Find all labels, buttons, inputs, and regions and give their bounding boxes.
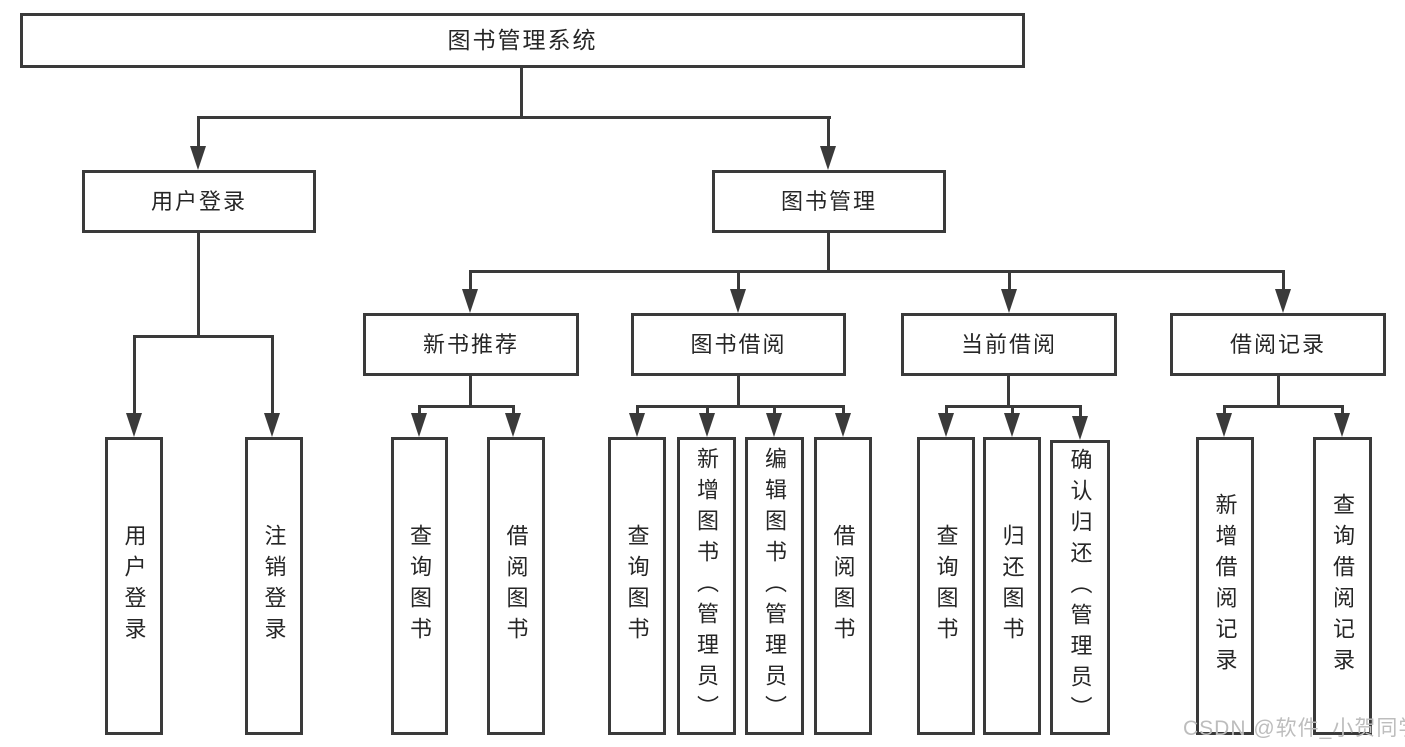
leaf-user-login-label: 用户登录 bbox=[121, 524, 147, 648]
leaf-logout: 注销登录 bbox=[245, 437, 303, 735]
node-current-borrowing-label: 当前借阅 bbox=[960, 331, 1057, 357]
connector-line bbox=[737, 374, 740, 408]
node-user-login: 用户登录 bbox=[82, 170, 316, 233]
leaf-confirm-return-admin: 确认归还（管理员） bbox=[1050, 440, 1110, 735]
arrowhead-icon bbox=[766, 413, 782, 437]
leaf-borrow-books-recommend-label: 借阅图书 bbox=[503, 524, 529, 648]
leaf-query-books-current: 查询图书 bbox=[917, 437, 975, 735]
connector-line bbox=[636, 405, 845, 408]
node-borrowing-records-label: 借阅记录 bbox=[1229, 331, 1326, 357]
arrowhead-icon bbox=[264, 413, 280, 437]
arrowhead-icon bbox=[1072, 416, 1088, 440]
arrowhead-icon bbox=[190, 146, 206, 170]
arrowhead-icon bbox=[411, 413, 427, 437]
node-library-system: 图书管理系统 bbox=[20, 13, 1025, 68]
connector-line bbox=[418, 405, 515, 408]
arrowhead-icon bbox=[835, 413, 851, 437]
leaf-confirm-return-admin-label: 确认归还（管理员） bbox=[1067, 448, 1093, 727]
connector-line bbox=[469, 270, 1285, 273]
arrowhead-icon bbox=[126, 413, 142, 437]
connector-line bbox=[197, 116, 831, 119]
leaf-return-books: 归还图书 bbox=[983, 437, 1041, 735]
leaf-edit-book-admin: 编辑图书（管理员） bbox=[745, 437, 804, 735]
leaf-query-books-recommend: 查询图书 bbox=[391, 437, 448, 735]
arrowhead-icon bbox=[629, 413, 645, 437]
arrowhead-icon bbox=[505, 413, 521, 437]
leaf-add-borrow-record: 新增借阅记录 bbox=[1196, 437, 1254, 735]
leaf-edit-book-admin-label: 编辑图书（管理员） bbox=[762, 446, 788, 726]
connector-line bbox=[1223, 405, 1226, 417]
leaf-return-books-label: 归还图书 bbox=[999, 524, 1025, 648]
connector-line bbox=[520, 66, 523, 118]
node-book-management-label: 图书管理 bbox=[780, 188, 877, 214]
leaf-add-borrow-record-label: 新增借阅记录 bbox=[1212, 493, 1238, 679]
connector-line bbox=[636, 405, 639, 417]
node-current-borrowing: 当前借阅 bbox=[901, 313, 1117, 376]
arrowhead-icon bbox=[699, 413, 715, 437]
leaf-user-login: 用户登录 bbox=[105, 437, 163, 735]
arrowhead-icon bbox=[730, 289, 746, 313]
leaf-query-books-recommend-label: 查询图书 bbox=[407, 524, 433, 648]
leaf-query-books-current-label: 查询图书 bbox=[933, 524, 959, 648]
connector-line bbox=[469, 374, 472, 408]
connector-line bbox=[945, 405, 948, 417]
leaf-borrow-books-borrowing-label: 借阅图书 bbox=[830, 524, 856, 648]
leaf-query-borrow-record: 查询借阅记录 bbox=[1313, 437, 1372, 735]
node-book-borrowing-label: 图书借阅 bbox=[690, 331, 787, 357]
node-borrowing-records: 借阅记录 bbox=[1170, 313, 1386, 376]
leaf-add-book-admin-label: 新增图书（管理员） bbox=[694, 446, 720, 726]
connector-line bbox=[469, 270, 472, 292]
connector-line bbox=[197, 116, 200, 150]
leaf-logout-label: 注销登录 bbox=[261, 524, 287, 648]
node-new-book-recommend-label: 新书推荐 bbox=[422, 331, 519, 357]
connector-line bbox=[1277, 374, 1280, 408]
connector-line bbox=[737, 270, 740, 292]
connector-line bbox=[133, 335, 136, 415]
connector-line bbox=[1341, 405, 1344, 417]
watermark-text: CSDN @软件_小贺同学 bbox=[1183, 717, 1405, 740]
connector-line bbox=[197, 231, 200, 338]
connector-line bbox=[271, 335, 274, 415]
leaf-query-books-borrowing-label: 查询图书 bbox=[624, 524, 650, 648]
node-new-book-recommend: 新书推荐 bbox=[363, 313, 579, 376]
arrowhead-icon bbox=[938, 413, 954, 437]
connector-line bbox=[706, 405, 709, 417]
connector-line bbox=[827, 231, 830, 273]
connector-line bbox=[773, 405, 776, 417]
connector-line bbox=[1007, 374, 1010, 408]
connector-line bbox=[1223, 405, 1344, 408]
connector-line bbox=[1008, 270, 1011, 292]
arrowhead-icon bbox=[1334, 413, 1350, 437]
connector-line bbox=[827, 116, 830, 150]
arrowhead-icon bbox=[462, 289, 478, 313]
connector-line bbox=[1282, 270, 1285, 292]
connector-line bbox=[842, 405, 845, 417]
leaf-query-borrow-record-label: 查询借阅记录 bbox=[1330, 493, 1356, 679]
arrowhead-icon bbox=[1275, 289, 1291, 313]
connector-line bbox=[133, 335, 274, 338]
node-book-borrowing: 图书借阅 bbox=[631, 313, 846, 376]
arrowhead-icon bbox=[1001, 289, 1017, 313]
arrowhead-icon bbox=[1216, 413, 1232, 437]
connector-line bbox=[1079, 405, 1082, 417]
connector-line bbox=[1011, 405, 1014, 417]
node-book-management: 图书管理 bbox=[712, 170, 946, 233]
arrowhead-icon bbox=[1004, 413, 1020, 437]
leaf-add-book-admin: 新增图书（管理员） bbox=[677, 437, 736, 735]
arrowhead-icon bbox=[820, 146, 836, 170]
node-library-system-label: 图书管理系统 bbox=[447, 27, 598, 53]
leaf-query-books-borrowing: 查询图书 bbox=[608, 437, 666, 735]
connector-line bbox=[418, 405, 421, 417]
connector-line bbox=[512, 405, 515, 417]
node-user-login-label: 用户登录 bbox=[150, 188, 247, 214]
leaf-borrow-books-borrowing: 借阅图书 bbox=[814, 437, 872, 735]
leaf-borrow-books-recommend: 借阅图书 bbox=[487, 437, 545, 735]
